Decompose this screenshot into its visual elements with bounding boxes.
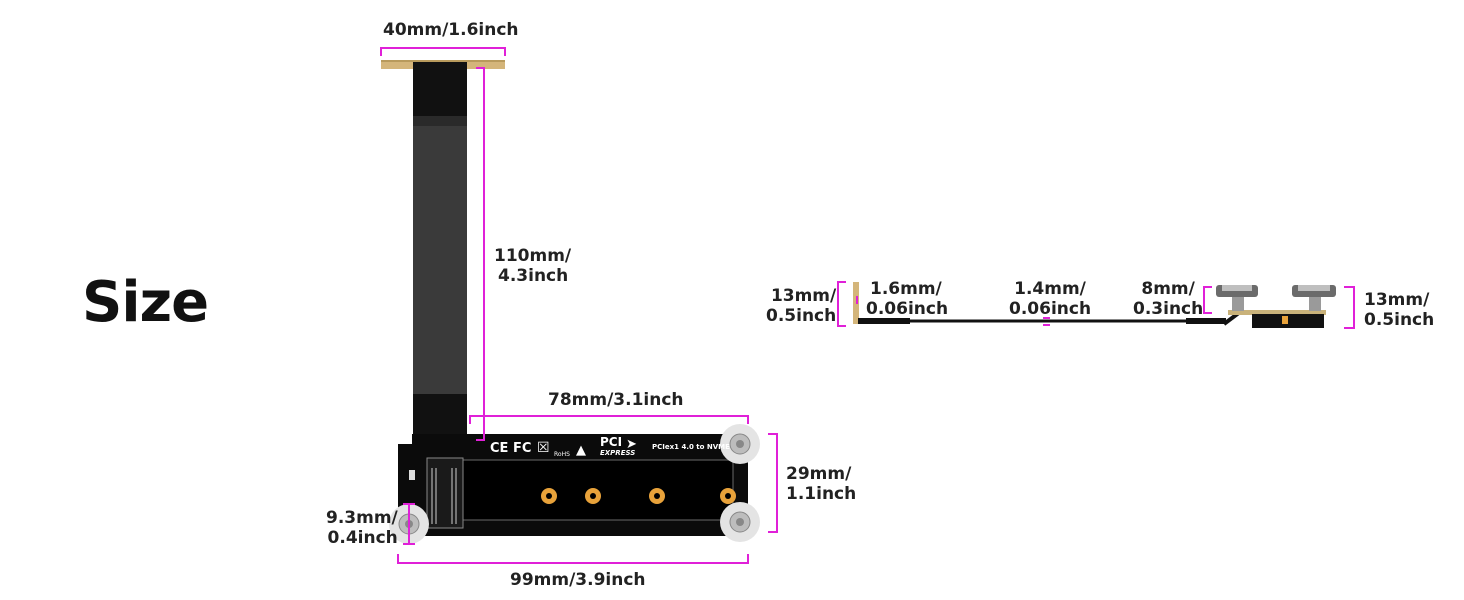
side-board (1228, 310, 1326, 315)
dim-cable-width (380, 47, 506, 56)
dim-side-right-height (1344, 286, 1355, 329)
label-cable-width: 40mm/1.6inch (383, 20, 519, 40)
page-title: Size (82, 270, 209, 335)
screw-top-right (720, 424, 760, 464)
dim-cable-length (476, 67, 485, 441)
screw-bottom-right (720, 502, 760, 542)
label-board-width: 99mm/3.9inch (510, 570, 646, 590)
label-slot-width: 78mm/3.1inch (548, 390, 684, 410)
label-side-thickness: 1.6mm/ 0.06inch (866, 279, 949, 319)
dim-board-height (768, 433, 778, 533)
m2-connector (426, 457, 464, 529)
side-screw-left (1216, 285, 1258, 311)
pci-logo: PCI (600, 435, 622, 449)
weee-icon: ☒ (537, 440, 550, 456)
label-side-right-height: 13mm/ 0.5inch (1364, 290, 1435, 330)
rohs-mark: RoHS (554, 451, 570, 458)
pci-arrow-icon: ➤ (626, 437, 637, 452)
label-side-left-height: 13mm/ 0.5inch (766, 286, 837, 326)
model-label: PCIex1 4.0 to NVME (652, 443, 730, 451)
label-board-height: 29mm/ 1.1inch (786, 464, 857, 504)
esd-warning-icon: ▲ (576, 443, 586, 458)
side-screw-right (1292, 285, 1336, 311)
pci-express-logo: EXPRESS (600, 449, 635, 457)
dim-board-width (397, 554, 749, 564)
label-side-cable: 1.4mm/ 0.06inch (1009, 279, 1092, 319)
label-cable-length: 110mm/ 4.3inch (494, 246, 572, 286)
dim-side-screw (1203, 286, 1212, 314)
side-cable-left (858, 318, 910, 324)
dim-side-left-height (837, 281, 846, 327)
dim-slot-width (469, 415, 749, 424)
label-standoff: 9.3mm/ 0.4inch (326, 508, 398, 548)
side-cable-right (1186, 318, 1226, 324)
ce-fc-mark: CE FC (490, 441, 531, 456)
label-side-screw: 8mm/ 0.3inch (1133, 279, 1204, 319)
